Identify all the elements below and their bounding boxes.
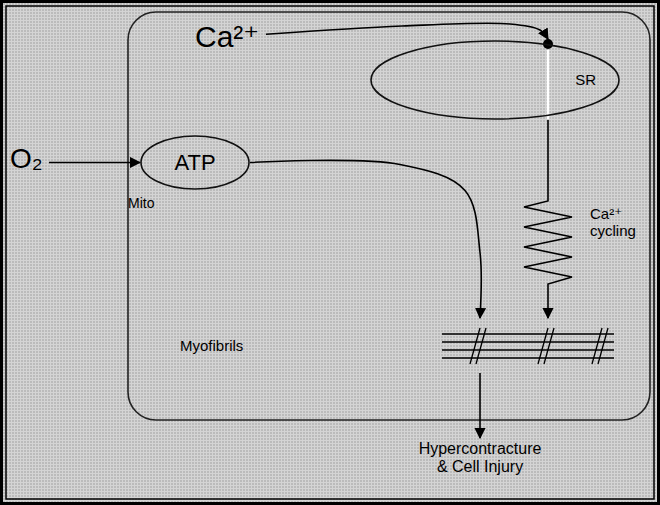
connector-arrow: [250, 160, 481, 318]
ellipse-outline: [141, 136, 249, 189]
connector-arrow: [266, 23, 548, 39]
channel-dot: [543, 39, 553, 49]
calcium-cycling-spring: Ca²⁺ cycling: [520, 195, 576, 290]
node-label: SR: [575, 71, 596, 88]
node-label: Myofibrils: [180, 337, 243, 354]
filament-line: [442, 349, 614, 350]
fibrils-shape: [180, 318, 620, 373]
filament-line: [442, 341, 614, 342]
node-label: Ca²⁺: [195, 20, 262, 55]
connector-arrow: [479, 373, 481, 438]
mitochondrion-ellipse: ATPMito: [140, 135, 250, 190]
organelle-ellipse: SR: [370, 40, 620, 120]
connector-arrow: [547, 290, 549, 318]
spring-shape: [520, 195, 576, 290]
z-line-slash: [470, 328, 480, 364]
node-sublabel: Mito: [128, 195, 154, 211]
node-label: O₂: [10, 143, 45, 175]
z-line-slash: [592, 328, 602, 364]
inner-frame: [6, 6, 654, 499]
sr-release-channel: [547, 50, 550, 119]
node-label: Ca²⁺ cycling: [590, 205, 648, 240]
connector-arrow: [49, 162, 140, 164]
cell-outline: [128, 12, 650, 420]
ellipse-outline: [371, 41, 619, 119]
node-label: ATP: [174, 150, 215, 175]
ion-label: Ca²⁺: [195, 20, 262, 55]
z-line-slash: [538, 328, 548, 364]
z-line-slash: [544, 328, 554, 364]
myofibril-lines: [442, 328, 614, 364]
z-line-slash: [476, 328, 486, 364]
filament-line: [442, 333, 614, 334]
gas-label: O₂: [10, 143, 45, 175]
node-label: Hypercontracture & Cell Injury: [415, 440, 545, 477]
z-line-slash: [598, 328, 608, 364]
connector-arrow: [547, 120, 549, 195]
spring-zigzag: [524, 195, 572, 290]
myofibril-bundle: Myofibrils: [180, 318, 620, 373]
filament-line: [442, 357, 614, 358]
outcome-text: Hypercontracture & Cell Injury: [415, 440, 545, 477]
